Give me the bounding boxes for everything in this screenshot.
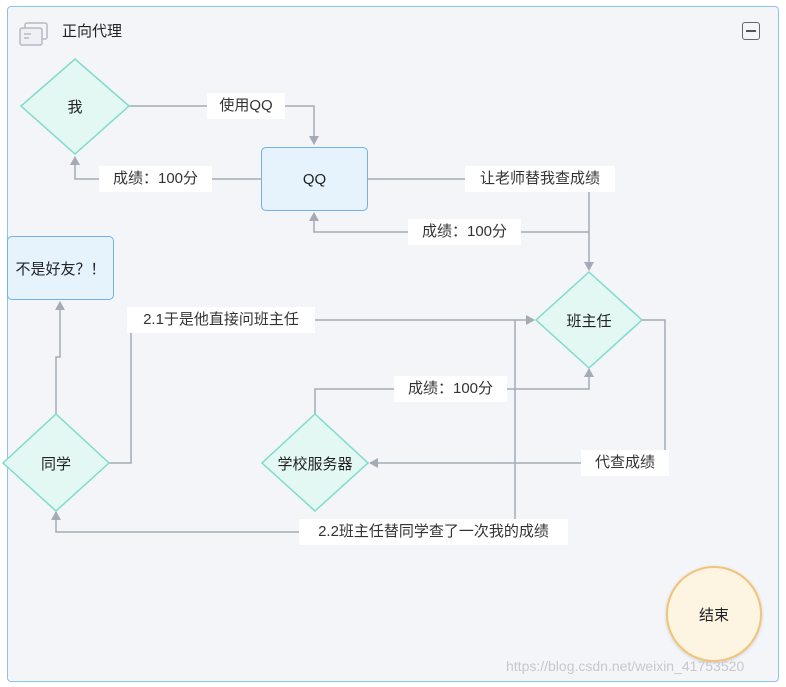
diagram-canvas	[7, 6, 779, 682]
node-classmate-shape[interactable]	[1, 412, 111, 513]
edge-use-qq	[129, 105, 319, 145]
node-classmate-label: 同学	[40, 455, 71, 473]
node-head-teacher-shape[interactable]	[534, 270, 644, 370]
collapse-button[interactable]	[742, 22, 760, 40]
edge-teacher-for-classmate	[51, 320, 516, 533]
edge-label-score-to-teacher: 成绩：100分	[394, 376, 507, 402]
edge-label-teacher-for-classmate: 2.2班主任替同学查了一次我的成绩	[299, 519, 568, 545]
page-title: 正向代理	[62, 23, 123, 40]
edge-ask-directly	[108, 315, 535, 464]
edge-label-ask-directly: 2.1于是他直接问班主任	[127, 307, 315, 333]
node-me-label: 我	[67, 98, 83, 116]
edge-label-ask-teacher: 让老师替我查成绩	[465, 166, 615, 192]
node-me-shape[interactable]	[19, 58, 131, 156]
edge-label-use-qq: 使用QQ	[207, 93, 285, 119]
edge-query-score	[369, 319, 666, 468]
edge-label-score-to-me: 成绩：100分	[99, 166, 212, 192]
node-school-server-label: 学校服务器	[277, 455, 353, 473]
node-not-friend[interactable]: 不是好友？！	[7, 236, 114, 300]
document-stack-icon	[19, 22, 48, 46]
edge-label-score-to-qq: 成绩：100分	[408, 219, 521, 245]
edge-classmate-to-not-friend	[55, 301, 65, 414]
node-end[interactable]: 结束	[666, 566, 762, 662]
node-school-server-shape[interactable]	[260, 412, 370, 513]
watermark: https://blog.csdn.net/weixin_41753520	[506, 658, 745, 674]
node-qq[interactable]: QQ	[261, 147, 368, 211]
node-head-teacher-label: 班主任	[566, 312, 612, 330]
edge-label-query-score: 代查成绩	[581, 450, 669, 476]
